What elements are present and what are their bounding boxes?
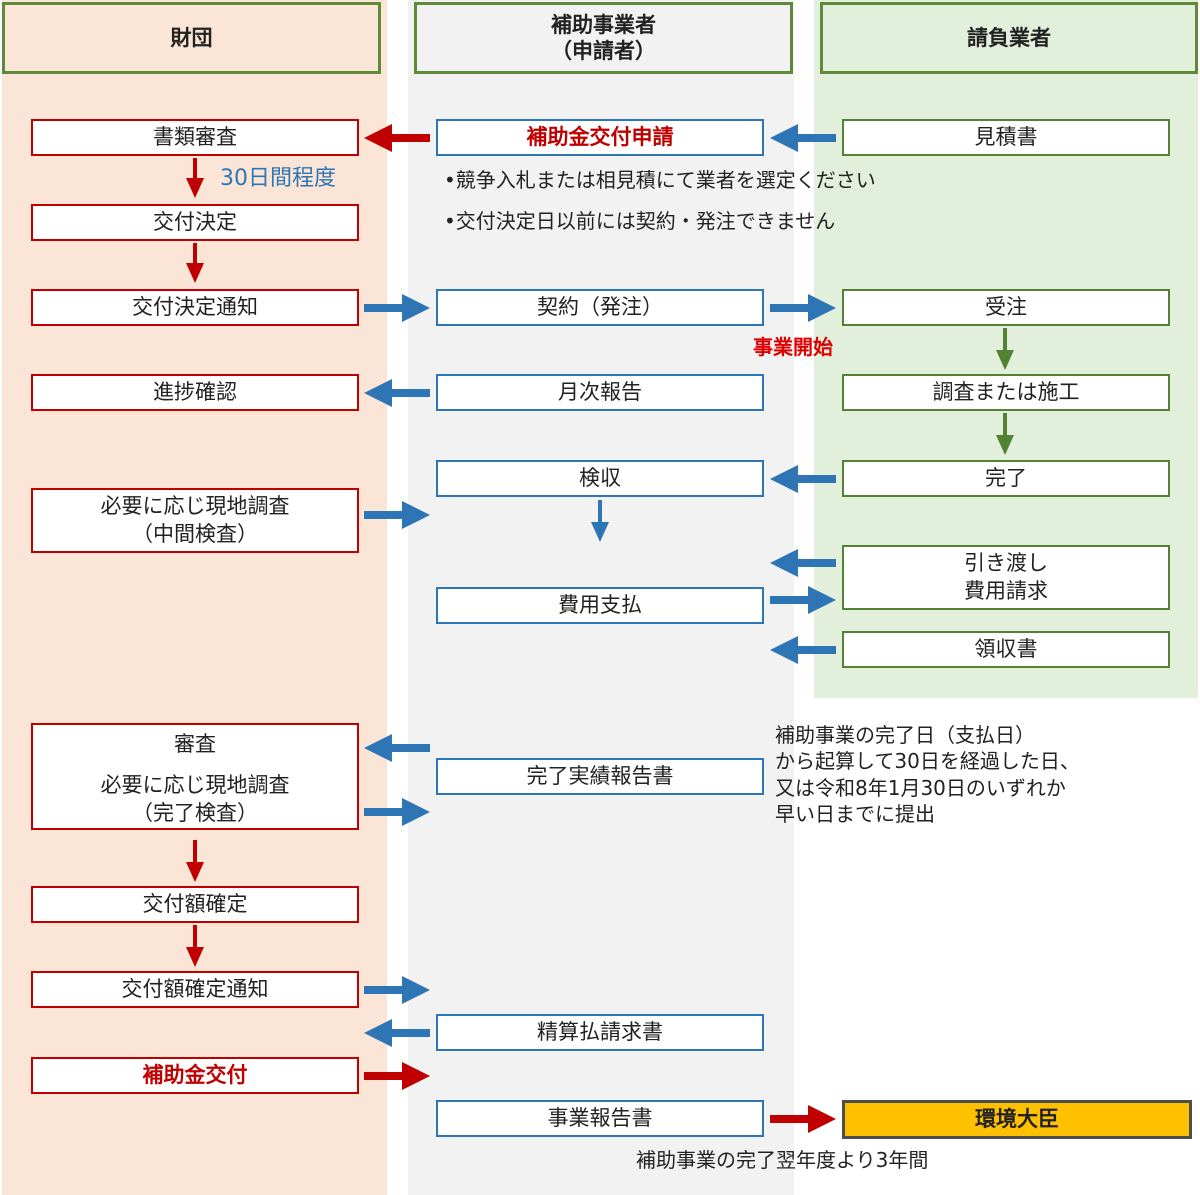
- arrow-invoice-to-foundation: [364, 1019, 430, 1047]
- arrow-grant-payment: [364, 1062, 430, 1090]
- survey-construction-box: 調査または施工: [842, 374, 1170, 411]
- contractor-header: 請負業者: [820, 2, 1198, 74]
- completion-report-box: 完了実績報告書: [436, 758, 764, 795]
- grant-application-box: 補助金交付申請: [436, 119, 764, 156]
- report-period-note: 補助事業の完了翌年度より3年間: [636, 1148, 929, 1172]
- bidding-note: •競争入札または相見積にて業者を選定ください: [444, 168, 876, 192]
- arrow-review-to-decision: [186, 158, 204, 198]
- arrow-estimate-to-application: [770, 124, 836, 152]
- order-received-box: 受注: [842, 289, 1170, 326]
- grant-decision-box: 交付決定: [31, 204, 359, 241]
- arrow-confirmation-to-amount-notice: [186, 925, 204, 967]
- contract-timing-note: •交付決定日以前には契約・発注できません: [444, 209, 836, 233]
- arrow-acceptance-to-payment: [591, 500, 609, 542]
- receipt-box: 領収書: [842, 631, 1170, 668]
- arrow-final-review-to-applicant: [364, 798, 430, 826]
- project-report-box: 事業報告書: [436, 1100, 764, 1137]
- monthly-report-box: 月次報告: [436, 374, 764, 411]
- interim-inspection-box: 必要に応じ現地調査 （中間検査）: [31, 488, 359, 553]
- amount-notice-box: 交付額確定通知: [31, 971, 359, 1008]
- arrow-survey-to-completion: [996, 413, 1014, 455]
- acceptance-box: 検収: [436, 460, 764, 497]
- decision-notice-box: 交付決定通知: [31, 289, 359, 326]
- contract-box: 契約（発注）: [436, 289, 764, 326]
- arrow-report-to-progress: [364, 379, 430, 407]
- arrow-order-to-survey: [996, 328, 1014, 370]
- arrow-application-to-review: [364, 124, 430, 152]
- arrow-delivery-to-applicant: [770, 549, 836, 577]
- arrow-interim-to-applicant: [364, 501, 430, 529]
- estimate-box: 見積書: [842, 119, 1170, 156]
- completion-box: 完了: [842, 460, 1170, 497]
- arrow-amount-notice-to-applicant: [364, 976, 430, 1004]
- arrow-report-to-minister: [770, 1105, 836, 1133]
- deadline-note: 補助事業の完了日（支払日） から起算して30日を経過した日、 又は令和8年1月3…: [775, 723, 1080, 827]
- thirty-days-note: 30日間程度: [220, 166, 336, 191]
- project-start-label: 事業開始: [753, 335, 833, 359]
- amount-confirmation-box: 交付額確定: [31, 886, 359, 923]
- arrow-completion-report-to-review: [364, 734, 430, 762]
- final-review-body: 必要に応じ現地調査 （完了検査）: [100, 773, 290, 825]
- payment-box: 費用支払: [436, 587, 764, 624]
- grant-payment-box: 補助金交付: [31, 1057, 359, 1094]
- delivery-invoice-box: 引き渡し 費用請求: [842, 545, 1170, 610]
- document-review-box: 書類審査: [31, 119, 359, 156]
- arrow-contract-to-order: [770, 294, 836, 322]
- final-review-box: 審査 必要に応じ現地調査 （完了検査）: [31, 723, 359, 830]
- final-review-title: 審査: [174, 732, 216, 756]
- applicant-header: 補助事業者 （申請者）: [414, 2, 793, 74]
- arrow-final-review-to-confirmation: [186, 840, 204, 882]
- progress-check-box: 進捗確認: [31, 374, 359, 411]
- minister-box: 環境大臣: [842, 1100, 1192, 1139]
- foundation-header: 財団: [2, 2, 381, 74]
- arrow-payment-to-contractor: [770, 586, 836, 614]
- arrow-notice-to-contract: [364, 294, 430, 322]
- arrow-decision-to-notice: [186, 243, 204, 283]
- arrow-receipt-to-applicant: [770, 636, 836, 664]
- arrow-completion-to-acceptance: [770, 465, 836, 493]
- settlement-invoice-box: 精算払請求書: [436, 1014, 764, 1051]
